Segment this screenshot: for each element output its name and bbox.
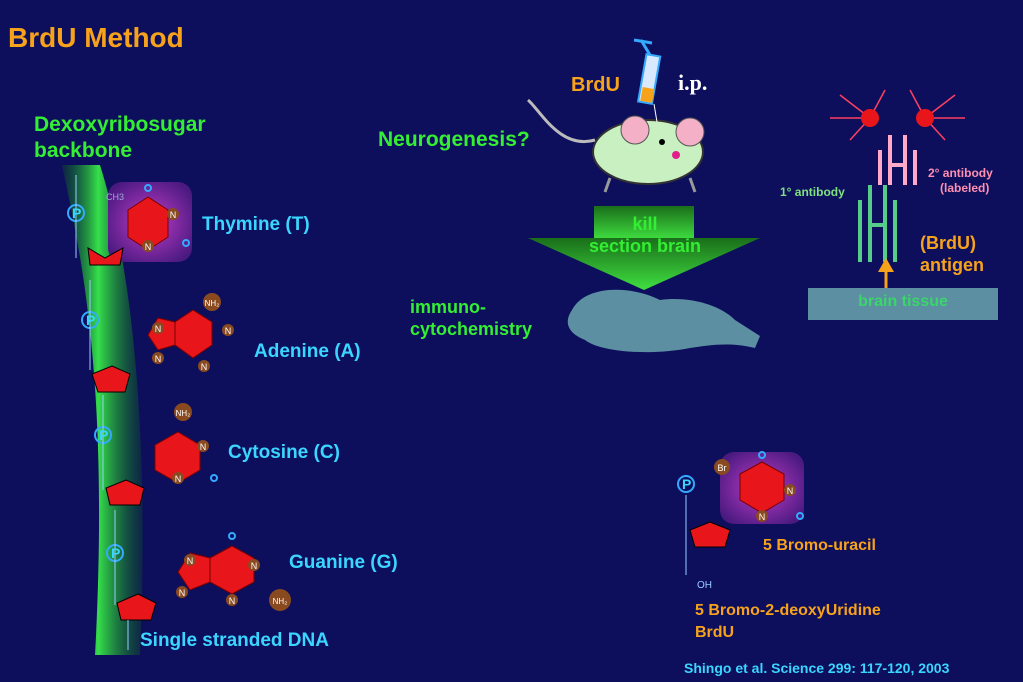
svg-text:N: N: [225, 326, 232, 336]
strand-label: Single stranded DNA: [140, 630, 329, 651]
svg-text:N: N: [200, 442, 207, 452]
brain-silhouette: [567, 289, 760, 353]
route-label: i.p.: [678, 70, 708, 95]
svg-text:P: P: [111, 545, 120, 561]
svg-text:N: N: [145, 242, 152, 252]
syringe-icon: [633, 38, 662, 123]
svg-text:OH: OH: [697, 580, 712, 591]
svg-text:N: N: [201, 362, 208, 372]
svg-text:N: N: [175, 474, 182, 484]
nucleotide-thymine: N N CH3: [87, 182, 192, 266]
svg-text:P: P: [99, 427, 108, 443]
antibody-schematic: [808, 89, 998, 320]
nucleotide-guanine: N N N N NH₂: [116, 532, 291, 621]
backbone-band: [62, 165, 143, 655]
arrow-label-line1: kill: [632, 214, 658, 234]
guanine-label: Guanine (G): [289, 552, 398, 573]
svg-text:P: P: [86, 312, 95, 328]
thymine-label: Thymine (T): [202, 214, 310, 235]
backbone-label-line1: Dexoxyribosugar: [34, 113, 206, 136]
antigen-label-line2: antigen: [920, 255, 985, 275]
svg-text:CH3: CH3: [106, 192, 124, 202]
immuno-label-line2: cytochemistry: [410, 319, 533, 339]
svg-text:P: P: [682, 476, 691, 492]
brdu-full-name: 5 Bromo-2-deoxyUridine: [695, 602, 881, 619]
primary-antibody-label: 1° antibody: [780, 185, 845, 199]
bromouracil-label: 5 Bromo-uracil: [763, 537, 876, 554]
phosphate-groups: [67, 175, 129, 650]
backbone-label: Dexoxyribosugar backbone: [34, 112, 206, 164]
thymine-ring: [127, 196, 169, 251]
svg-text:N: N: [251, 561, 258, 571]
svg-text:N: N: [170, 210, 177, 220]
thymine-sugar: [87, 247, 124, 266]
page-title: BrdU Method: [8, 22, 184, 53]
nucleotide-cytosine: NH₂ N N: [105, 403, 218, 506]
svg-text:NH₂: NH₂: [205, 299, 220, 308]
svg-text:N: N: [155, 324, 162, 334]
secondary-antibody-label: 2° antibody (labeled): [928, 166, 993, 196]
svg-text:N: N: [229, 596, 236, 606]
brain-tissue-bar: [808, 288, 998, 320]
brdu-name-label: 5 Bromo-2-deoxyUridine BrdU: [695, 600, 881, 644]
mouse-illustration: [526, 38, 705, 193]
svg-text:P: P: [72, 205, 81, 221]
neurogenesis-question: Neurogenesis?: [378, 128, 530, 151]
svg-text:N: N: [759, 512, 766, 522]
process-arrow: [528, 206, 760, 290]
backbone-label-line2: backbone: [34, 139, 133, 162]
arrow-label: kill section brain: [540, 213, 750, 257]
svg-text:NH₂: NH₂: [273, 597, 288, 606]
svg-text:N: N: [787, 486, 794, 496]
svg-text:N: N: [179, 588, 186, 598]
arrow-label-line2: section brain: [588, 236, 702, 256]
cytosine-label: Cytosine (C): [228, 442, 340, 463]
svg-text:NH₂: NH₂: [176, 409, 191, 418]
brdu-injection-label: BrdU: [571, 74, 620, 96]
antigen-label: (BrdU) antigen: [920, 232, 984, 276]
secondary-antibody-line1: 2° antibody: [928, 166, 993, 180]
immuno-label: immuno- cytochemistry: [410, 296, 532, 340]
brdu-molecule: Br N N P OH: [677, 451, 804, 591]
immuno-label-line1: immuno-: [410, 297, 486, 317]
brain-tissue-label: brain tissue: [858, 293, 948, 310]
brdu-abbr: BrdU: [695, 624, 735, 641]
antigen-label-line1: (BrdU): [920, 233, 976, 253]
svg-text:N: N: [187, 556, 194, 566]
svg-text:Br: Br: [718, 463, 727, 473]
secondary-antibody-line2: (labeled): [940, 181, 990, 195]
citation: Shingo et al. Science 299: 117-120, 2003: [684, 660, 950, 676]
adenine-label: Adenine (A): [254, 341, 361, 362]
nucleotide-adenine: NH₂ N N N N: [91, 293, 234, 393]
svg-text:N: N: [155, 354, 162, 364]
